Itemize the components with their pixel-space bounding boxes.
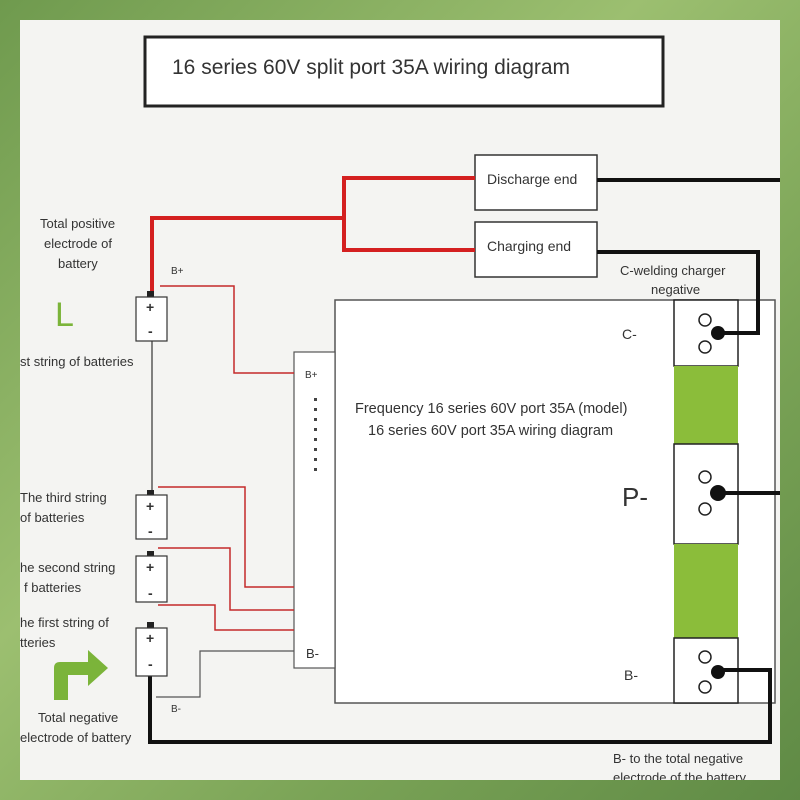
third-string-label-1: The third string [20, 490, 107, 505]
svg-text:+: + [146, 559, 154, 575]
discharge-end-label: Discharge end [487, 171, 577, 187]
connector-b-minus-label: B- [306, 646, 319, 661]
svg-text:-: - [148, 656, 153, 672]
total-negative-label-1: Total negative [38, 710, 118, 725]
l-mark: L [55, 296, 74, 334]
bottom-note-line-1: B- to the total negative [613, 751, 743, 766]
b-plus-small-label: B+ [171, 266, 184, 277]
total-negative-label-2: electrode of battery [20, 730, 132, 745]
discharge-end-box [474, 154, 598, 211]
battery-first-string-top: + - [135, 291, 168, 342]
total-positive-label-3: battery [58, 256, 98, 271]
second-string-label-1: he second string [20, 560, 115, 575]
green-pad-upper [674, 366, 738, 444]
connector-b-plus-label: B+ [305, 370, 318, 381]
svg-text:+: + [146, 498, 154, 514]
b-minus-right-label: B- [624, 667, 638, 683]
charger-note-line-2: negative [651, 282, 700, 297]
connector-dots [314, 398, 317, 471]
battery-third-string: + - [135, 490, 168, 540]
bottom-note-line-2: electrode of the battery [613, 770, 746, 780]
b-minus-sense-wire [156, 650, 294, 698]
svg-text:-: - [148, 323, 153, 339]
positive-red-wire [150, 216, 344, 298]
total-positive-label-1: Total positive [40, 216, 115, 231]
battery-second-string: + - [135, 551, 168, 603]
svg-text:-: - [148, 585, 153, 601]
first-string-top-label: st string of batteries [20, 354, 134, 369]
sampling-wires [158, 285, 294, 631]
b-minus-total-wire [148, 668, 772, 744]
sampling-connector [293, 351, 336, 669]
charger-note-line-1: C-welding charger [620, 263, 726, 278]
black-wires [148, 178, 780, 744]
charger-negative-wire [597, 250, 760, 335]
title-text: 16 series 60V split port 35A wiring diag… [172, 56, 570, 79]
discharge-red-wire [342, 176, 475, 252]
svg-text:-: - [148, 523, 153, 539]
third-string-label-2: of batteries [20, 510, 85, 525]
wiring-diagram: 16 series 60V split port 35A wiring diag… [20, 35, 780, 780]
b-minus-holes [698, 650, 725, 694]
total-positive-label-2: electrode of [44, 236, 112, 251]
c-minus-label: C- [622, 326, 637, 342]
charging-end-label: Charging end [487, 238, 571, 254]
charging-end-box [474, 221, 598, 278]
title-box [143, 35, 665, 108]
second-string-label-2: f batteries [24, 580, 82, 595]
diagram-canvas: 16 series 60V split port 35A wiring diag… [20, 20, 780, 780]
svg-text:+: + [146, 299, 154, 315]
green-arrow-icon [54, 650, 108, 700]
p-minus-label: P- [622, 482, 648, 512]
p-minus-holes [698, 470, 726, 516]
red-main-wires [150, 176, 475, 298]
board-description-line-1: Frequency 16 series 60V port 35A (model) [355, 401, 627, 417]
board-description-line-2: 16 series 60V port 35A wiring diagram [368, 423, 613, 439]
svg-text:+: + [146, 630, 154, 646]
green-pad-lower [674, 544, 738, 638]
battery-first-string: + - [135, 622, 168, 677]
c-minus-holes [698, 313, 725, 354]
b-minus-small-label: B- [171, 704, 181, 715]
first-string-label-2: tteries [20, 635, 56, 650]
first-string-label-1: he first string of [20, 615, 109, 630]
